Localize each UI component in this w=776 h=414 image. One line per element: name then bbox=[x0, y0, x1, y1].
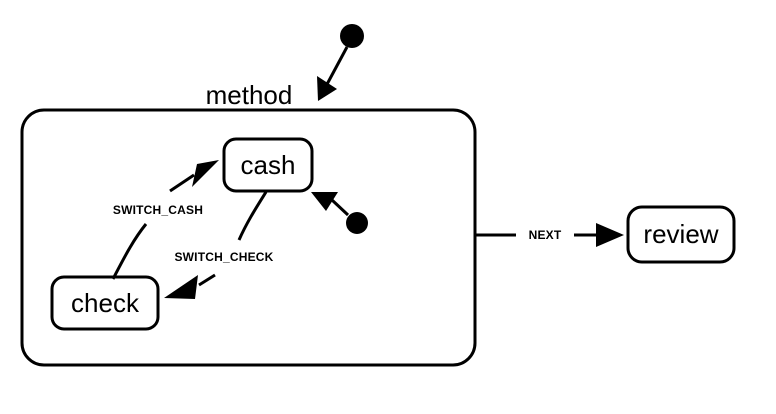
state-review[interactable]: review bbox=[626, 205, 736, 264]
initial-state-dot-method[interactable] bbox=[340, 24, 364, 48]
state-review-rect[interactable] bbox=[626, 205, 736, 264]
container-method-label: method bbox=[206, 80, 293, 110]
transition-check-to-cash[interactable]: SWITCH_CASH bbox=[111, 160, 219, 280]
state-check-rect[interactable] bbox=[50, 275, 160, 331]
state-check[interactable]: check bbox=[50, 275, 160, 331]
transition-cash-to-check[interactable]: SWITCH_CHECK bbox=[164, 191, 274, 299]
state-review-label: review bbox=[643, 219, 718, 249]
transition-check-to-cash-line[interactable] bbox=[111, 223, 148, 280]
transition-start-to-method-line[interactable] bbox=[323, 46, 349, 89]
transition-start-to-method-arrowhead bbox=[317, 76, 337, 101]
transition-start-to-method[interactable] bbox=[317, 46, 349, 101]
transition-cash-to-check-label: SWITCH_CHECK bbox=[174, 250, 273, 264]
transition-method-to-review[interactable]: NEXT bbox=[476, 223, 624, 247]
transition-cash-to-check-line-lower[interactable] bbox=[198, 273, 216, 287]
transition-method-to-review-arrowhead bbox=[596, 223, 624, 247]
transition-cash-to-check-arrowhead bbox=[164, 275, 198, 299]
transition-method-to-review-label: NEXT bbox=[529, 228, 562, 242]
transition-cash-to-check-line[interactable] bbox=[237, 191, 268, 241]
state-cash-label: cash bbox=[241, 150, 296, 180]
state-cash[interactable]: cash bbox=[222, 137, 314, 193]
state-check-label: check bbox=[71, 288, 140, 318]
initial-state-dot-cash[interactable] bbox=[346, 212, 368, 234]
transition-start-to-cash-arrowhead bbox=[311, 192, 338, 211]
transition-check-to-cash-line-upper[interactable] bbox=[169, 173, 195, 193]
transition-start-to-cash[interactable] bbox=[311, 192, 350, 217]
state-cash-rect[interactable] bbox=[222, 137, 314, 193]
transition-start-to-cash-line[interactable] bbox=[330, 198, 350, 217]
transition-check-to-cash-label: SWITCH_CASH bbox=[113, 203, 203, 217]
transition-check-to-cash-arrowhead bbox=[192, 160, 219, 187]
